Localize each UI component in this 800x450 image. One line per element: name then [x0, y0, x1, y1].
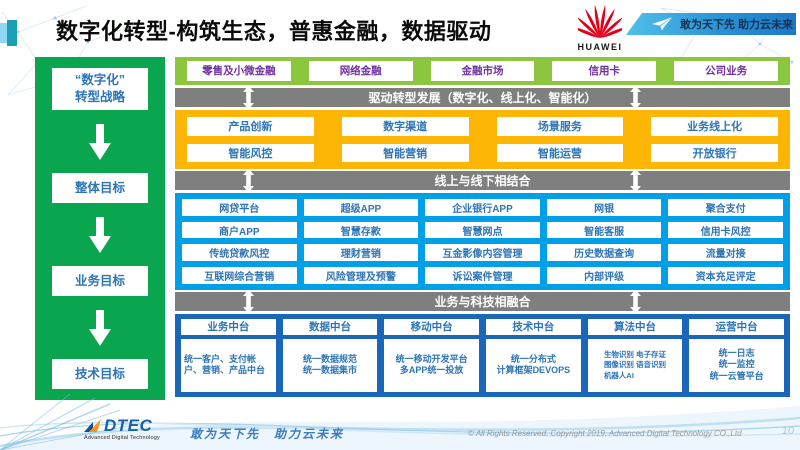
application-box: 资本充足评定 — [668, 267, 783, 284]
online-offline-label: 线上与线下相结合 — [434, 174, 531, 189]
online-offline-bar: 线上与线下相结合 — [175, 168, 790, 193]
application-box: 网贷平台 — [182, 199, 297, 216]
drive-transformation-bar: 驱动转型发展（数字化、线上化、智能化） — [175, 85, 790, 110]
application-box: 聚合支付 — [668, 199, 783, 216]
applications-band: 网贷平台 超级APP 企业银行APP 网银 聚合支付 商户APP 智慧存款 智慧… — [175, 193, 790, 290]
application-box: 商户APP — [182, 221, 297, 239]
tech-fusion-bar: 业务与科技相融合 — [175, 289, 790, 314]
copyright-text: © All Rights Reserved. Copyright 2019. A… — [468, 429, 742, 438]
capability-box: 智能运营 — [496, 143, 624, 163]
down-arrow-icon — [89, 123, 111, 160]
strategy-sidebar: “数字化” 转型战略 整体目标 业务目标 技术目标 — [35, 57, 165, 400]
paper-plane-icon — [652, 17, 672, 31]
application-box: 互联网综合营销 — [182, 267, 297, 284]
platform-header: 移动中台 — [384, 318, 479, 335]
platform-detail: 统一日志 统一监控 统一云管平台 — [689, 338, 784, 393]
sidebar-item-overall-goal: 整体目标 — [52, 173, 148, 203]
business-line-box: 零售及小微金融 — [187, 60, 291, 81]
slogan-ribbon: 敢为天下先 助力云未来 — [626, 13, 796, 35]
dtec-logo-text: DTEC — [104, 416, 153, 435]
huawei-logo-text: HUAWEI — [577, 42, 623, 52]
double-arrow-icon — [630, 168, 641, 193]
capability-box: 产品创新 — [187, 116, 314, 136]
page-number: 10 — [781, 425, 794, 437]
application-box: 历史数据查询 — [546, 244, 662, 262]
business-lines-band: 零售及小微金融 网络金融 金融市场 信用卡 公司业务 — [175, 57, 790, 85]
sidebar-item-strategy: “数字化” 转型战略 — [52, 68, 148, 110]
platform-header: 技术中台 — [485, 318, 581, 335]
platform-detail: 统一客户、支付帐户、营销、产品中台 — [181, 338, 276, 393]
title-accent-bars — [0, 20, 17, 46]
footer-wave-decoration — [0, 393, 800, 450]
platform-detail: 统一分布式 计算框架DEVOPS — [485, 338, 581, 393]
capabilities-band: 产品创新 数字渠道 场景服务 业务线上化 智能风控 智能营销 智能运营 开放银行 — [175, 109, 790, 170]
dtec-logo: DTEC Advanced Digital Technology — [84, 417, 160, 441]
huawei-logo: HUAWEI — [572, 4, 628, 52]
down-arrow-icon — [89, 309, 111, 346]
application-box: 智慧网点 — [425, 221, 540, 239]
application-box: 互金影像内容管理 — [425, 244, 540, 262]
drive-bar-label: 驱动转型发展（数字化、线上化、智能化） — [368, 90, 597, 105]
platform-header: 算法中台 — [587, 318, 683, 335]
double-arrow-icon — [243, 168, 254, 193]
business-line-box: 金融市场 — [430, 60, 535, 81]
application-box: 信用卡风控 — [668, 221, 783, 239]
down-arrow-icon — [89, 216, 111, 253]
platform-header: 数据中台 — [282, 318, 378, 335]
business-line-box: 网络金融 — [308, 60, 413, 81]
sidebar-item-tech-goal: 技术目标 — [52, 359, 148, 389]
double-arrow-icon — [243, 85, 254, 110]
platform-detail: 生物识别 电子存证 图像识别 语音识别 机器人AI — [587, 338, 683, 393]
application-box: 风险管理及预警 — [303, 267, 419, 284]
capability-box: 智能风控 — [187, 143, 314, 163]
platform-detail: 统一数据规范 统一数据集市 — [282, 338, 378, 393]
tech-fusion-label: 业务与科技相融合 — [434, 294, 531, 309]
application-box: 企业银行APP — [425, 199, 540, 216]
application-box: 理财营销 — [303, 244, 419, 262]
double-arrow-icon — [630, 85, 641, 110]
page-title: 数字化转型-构筑生态，普惠金融，数据驱动 — [56, 19, 492, 44]
platform-detail: 统一移动开发平台 多APP统一投放 — [384, 338, 479, 393]
dtec-logo-subtext: Advanced Digital Technology — [84, 435, 160, 441]
application-box: 传统贷款风控 — [182, 244, 297, 262]
application-box: 诉讼案件管理 — [425, 267, 540, 284]
application-box: 智慧存款 — [303, 221, 419, 239]
business-line-box: 公司业务 — [674, 60, 778, 81]
sidebar-item-business-goal: 业务目标 — [52, 266, 148, 296]
capability-box: 业务线上化 — [651, 116, 778, 136]
application-box: 智能客服 — [546, 221, 662, 239]
capability-box: 智能营销 — [341, 143, 469, 163]
double-arrow-icon — [630, 289, 641, 314]
platform-header: 业务中台 — [181, 318, 276, 335]
double-arrow-icon — [243, 289, 254, 314]
application-box: 超级APP — [303, 199, 419, 216]
application-box: 网银 — [546, 199, 662, 216]
architecture-diagram: 零售及小微金融 网络金融 金融市场 信用卡 公司业务 驱动转型发展（数字化、线上… — [175, 57, 790, 398]
footer-slogan: 敢为天下先 助力云未来 — [190, 427, 345, 441]
platform-header: 运营中台 — [689, 318, 784, 335]
application-box: 内部评级 — [546, 267, 662, 284]
platforms-band: 业务中台 统一客户、支付帐户、营销、产品中台 数据中台 统一数据规范 统一数据集… — [175, 313, 790, 398]
capability-box: 场景服务 — [496, 116, 624, 136]
business-line-box: 信用卡 — [552, 60, 657, 81]
dtec-arrow-icon — [84, 419, 101, 432]
capability-box: 开放银行 — [651, 143, 778, 163]
ribbon-slogan-text: 敢为天下先 助力云未来 — [680, 19, 794, 31]
huawei-flower-icon — [572, 5, 628, 38]
capability-box: 数字渠道 — [341, 116, 469, 136]
application-box: 流量对接 — [668, 244, 783, 262]
